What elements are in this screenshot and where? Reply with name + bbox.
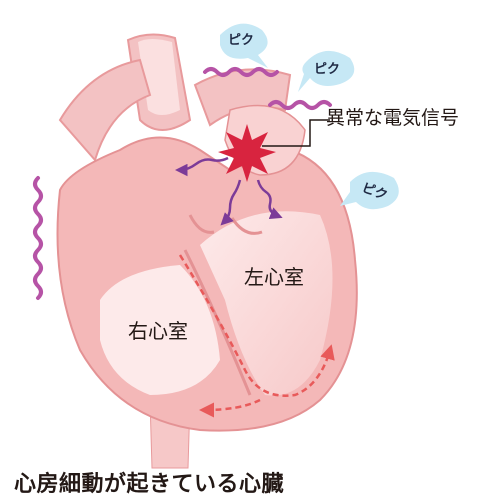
- abnormal-signal-star: [218, 124, 276, 182]
- heart-body: [58, 106, 357, 431]
- left-ventricle-label: 左心室: [244, 265, 304, 289]
- bubble-text: ピク: [314, 62, 340, 77]
- pik-bubble-3: ピク: [340, 172, 399, 209]
- caption: 心房細動が起きている心臓: [14, 466, 284, 498]
- wave-line: [35, 178, 41, 298]
- pik-bubble-2: ピク: [298, 51, 354, 92]
- right-ventricle-label: 右心室: [128, 319, 188, 343]
- signal-label: 異常な電気信号: [326, 107, 459, 129]
- pik-bubble-1: ピク: [220, 24, 268, 68]
- bubble-text: ピク: [228, 33, 254, 48]
